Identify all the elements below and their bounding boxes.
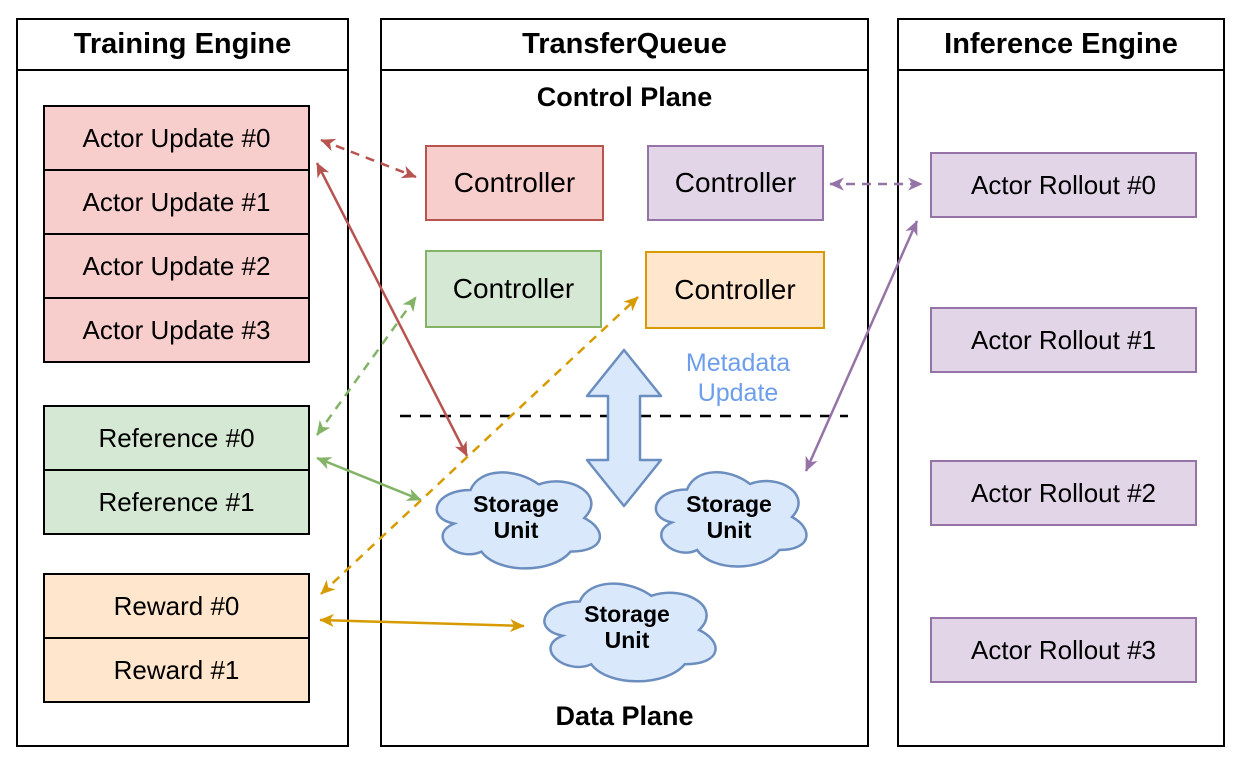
reward-box: Reward #0	[43, 573, 310, 639]
training-engine-title: Training Engine	[18, 20, 347, 71]
actor-rollout-box: Actor Rollout #3	[930, 617, 1197, 683]
reward-stack: Reward #0 Reward #1	[43, 573, 310, 703]
actor-update-box: Actor Update #0	[43, 105, 310, 171]
reference-stack: Reference #0 Reference #1	[43, 405, 310, 535]
controller-box-green: Controller	[425, 250, 602, 328]
inference-engine-title: Inference Engine	[899, 20, 1223, 71]
actor-rollout-box: Actor Rollout #2	[930, 460, 1197, 526]
reference-box: Reference #1	[43, 469, 310, 535]
actor-rollout-box: Actor Rollout #1	[930, 307, 1197, 373]
reward-box: Reward #1	[43, 637, 310, 703]
reference-box: Reference #0	[43, 405, 310, 471]
data-plane-label: Data Plane	[555, 701, 694, 731]
actor-update-stack: Actor Update #0 Actor Update #1 Actor Up…	[43, 105, 310, 363]
control-plane-label: Control Plane	[536, 82, 713, 112]
actor-rollout-box: Actor Rollout #0	[930, 152, 1197, 218]
actor-update-box: Actor Update #3	[43, 297, 310, 363]
controller-box-orange: Controller	[645, 251, 825, 329]
actor-update-box: Actor Update #2	[43, 233, 310, 299]
storage-unit-label: Storage Unit	[584, 601, 670, 653]
storage-unit-label: Storage Unit	[473, 491, 559, 543]
controller-box-red: Controller	[425, 145, 604, 221]
transferqueue-title: TransferQueue	[382, 20, 867, 71]
metadata-update-label: Metadata Update	[685, 349, 791, 407]
storage-unit-label: Storage Unit	[686, 491, 772, 543]
actor-update-box: Actor Update #1	[43, 169, 310, 235]
controller-box-purple: Controller	[647, 145, 824, 221]
